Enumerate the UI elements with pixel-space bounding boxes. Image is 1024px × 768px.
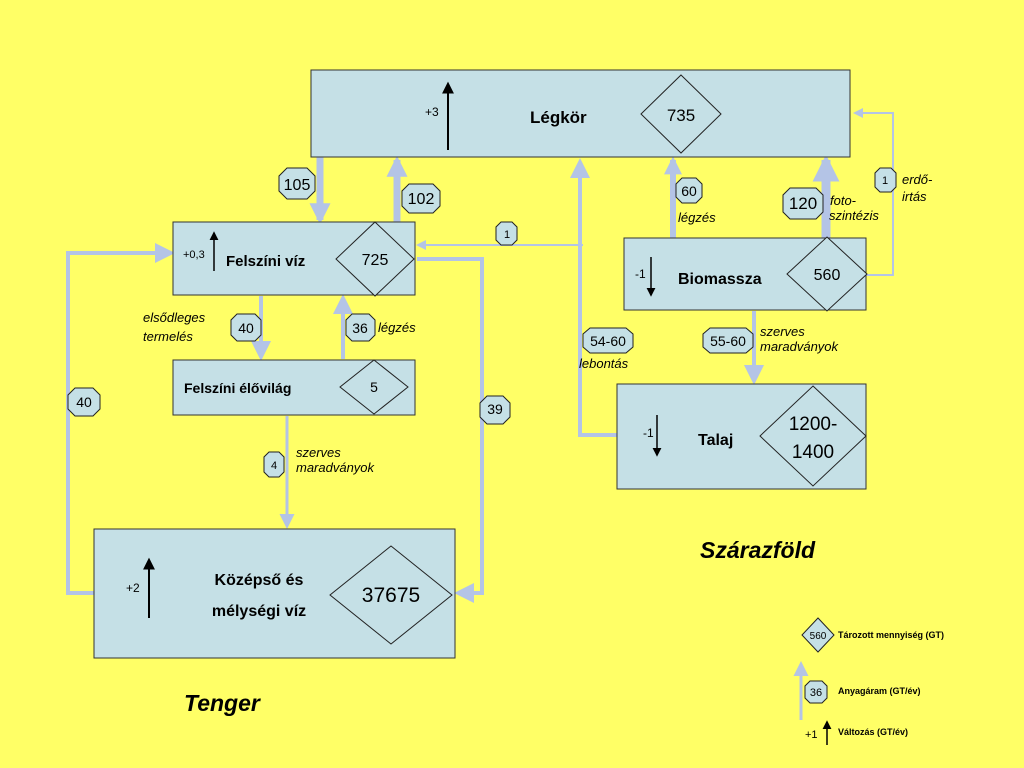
flow-octagon-icon (804, 680, 828, 704)
stock-diamond (640, 74, 722, 154)
surface-biota-label: Felszíni élővilág (184, 380, 291, 396)
legend-change-label: Változás (GT/év) (838, 727, 908, 737)
atmosphere-change: +3 (425, 105, 439, 119)
bio-respiration-label: légzés (678, 210, 716, 225)
photosynthesis-label-1: foto- (830, 193, 857, 208)
decomposition-label: lebontás (579, 356, 629, 371)
svg-text:1: 1 (504, 229, 510, 241)
soil-stock-1: 1200- (789, 414, 838, 435)
region-land-title: Szárazföld (700, 537, 816, 563)
flow-lines (66, 108, 894, 603)
legend-stock-label: Tározott mennyiség (GT) (838, 630, 944, 640)
flow-values: 105 102 1 60 120 1 40 36 (67, 167, 897, 478)
legend-change-sample: +1 (805, 729, 818, 741)
svg-text:39: 39 (487, 401, 503, 417)
primary-production-label-2: termelés (143, 329, 193, 344)
flow-value-1-sw: 1 (495, 221, 518, 246)
soil-change: -1 (643, 426, 654, 440)
litter-sea-label-1: szerves (296, 445, 341, 460)
deep-water-label-1: Középső és (215, 572, 304, 589)
surface-water-box: +0,3 Felszíni víz 725 (172, 221, 416, 297)
deep-water-stock: 37675 (362, 584, 420, 607)
biomass-label: Biomassza (678, 271, 762, 288)
deforestation-label-2: irtás (902, 189, 927, 204)
deforestation-label-1: erdő- (902, 172, 933, 187)
flow-value-120: 120 (782, 187, 824, 220)
primary-production-label-1: elsődleges (143, 310, 206, 325)
flow-arrow-upwelling (66, 243, 175, 595)
stock-diamond (339, 359, 409, 415)
region-sea-title: Tenger (184, 690, 261, 716)
flow-arrow-downwelling (417, 257, 484, 603)
biomass-stock: 560 (814, 267, 841, 284)
biomass-box: -1 Biomassza 560 (623, 236, 868, 312)
stock-diamond (786, 236, 868, 312)
svg-text:102: 102 (408, 191, 435, 208)
legend-stock-sample: 560 (810, 631, 827, 642)
stock-diamond (801, 617, 835, 653)
surface-water-change: +0,3 (183, 249, 205, 261)
deep-water-label-2: mélységi víz (212, 603, 306, 620)
flow-value-55-60: 55-60 (702, 327, 754, 354)
svg-text:40: 40 (238, 320, 254, 336)
legend-flow-sample: 36 (810, 687, 822, 699)
svg-text:60: 60 (681, 183, 697, 199)
flow-value-40-primary: 40 (230, 313, 262, 342)
flow-value-1-deforestation: 1 (874, 167, 897, 193)
atmosphere-stock: 735 (667, 106, 695, 125)
legend-stock: 560 Tározott mennyiség (GT) (801, 617, 944, 653)
svg-text:120: 120 (789, 194, 817, 213)
atmosphere-box: +3 Légkör 735 (310, 69, 851, 158)
flow-value-40-upwelling: 40 (67, 387, 101, 417)
flow-value-105: 105 (278, 167, 316, 200)
biota-respiration-label: légzés (378, 320, 416, 335)
stock-diamond (335, 221, 415, 297)
surface-biota-box: Felszíni élővilág 5 (172, 359, 416, 416)
svg-text:36: 36 (352, 320, 368, 336)
atmosphere-label: Légkör (530, 108, 587, 127)
photosynthesis-label-2: szintézis (829, 208, 879, 223)
svg-text:55-60: 55-60 (710, 333, 746, 349)
legend-flow-label: Anyagáram (GT/év) (838, 686, 921, 696)
flow-value-39: 39 (479, 395, 511, 425)
biomass-change: -1 (635, 267, 646, 281)
flow-value-4: 4 (263, 451, 285, 478)
stock-diamond (759, 385, 867, 487)
surface-water-stock: 725 (362, 252, 389, 269)
legend-change: +1 Változás (GT/év) (805, 720, 908, 745)
svg-text:40: 40 (76, 394, 92, 410)
svg-text:4: 4 (271, 460, 277, 472)
deep-water-change: +2 (126, 581, 140, 595)
flow-value-102: 102 (401, 183, 441, 214)
litter-land-label-2: maradványok (760, 339, 840, 354)
svg-text:54-60: 54-60 (590, 333, 626, 349)
soil-label: Talaj (698, 432, 733, 449)
deep-water-box: +2 Középső és mélységi víz 37675 (93, 528, 456, 659)
surface-water-label: Felszíni víz (226, 253, 305, 270)
legend: 560 Tározott mennyiség (GT) 36 Anyagáram… (793, 617, 944, 745)
flow-labels: légzés foto- szintézis erdő- irtás elsőd… (143, 172, 933, 475)
litter-land-label-1: szerves (760, 324, 805, 339)
flow-value-60: 60 (675, 177, 703, 204)
surface-biota-stock: 5 (370, 379, 378, 395)
soil-stock-2: 1400 (792, 442, 834, 463)
svg-text:105: 105 (284, 177, 311, 194)
flow-arrow-decomposition (570, 158, 617, 437)
flow-arrow-deforestation (853, 108, 894, 276)
stock-diamond (329, 545, 453, 645)
flow-value-36: 36 (345, 313, 376, 342)
soil-box: -1 Talaj 1200- 1400 (616, 383, 867, 490)
svg-text:1: 1 (882, 175, 888, 187)
flow-value-54-60: 54-60 (582, 327, 634, 354)
legend-flow: 36 Anyagáram (GT/év) (793, 661, 921, 720)
litter-sea-label-2: maradványok (296, 460, 376, 475)
